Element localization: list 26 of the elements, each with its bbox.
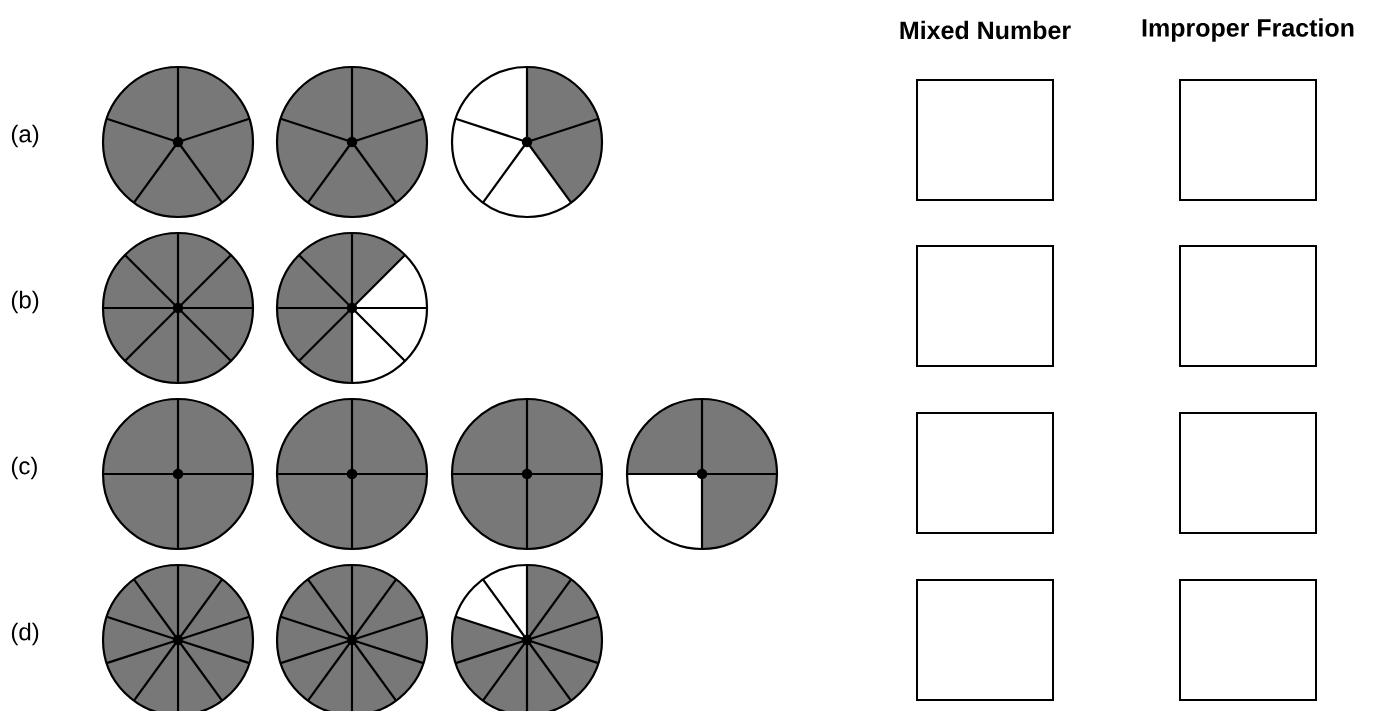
fraction-circle	[275, 65, 429, 219]
fraction-circle	[275, 563, 429, 711]
row-label: (a)	[11, 124, 39, 148]
row-label: (c)	[11, 456, 37, 480]
fraction-circle	[101, 231, 255, 385]
column-heading: Mixed Number	[900, 20, 1071, 40]
answer-box	[1179, 79, 1317, 201]
answer-box	[916, 245, 1054, 367]
fraction-circle	[275, 397, 429, 551]
fraction-circle	[450, 65, 604, 219]
fraction-circle	[275, 231, 429, 385]
row-label: (d)	[11, 622, 39, 646]
row-label: (b)	[11, 290, 39, 314]
answer-box	[916, 412, 1054, 534]
fraction-circle	[101, 563, 255, 711]
fraction-circle	[450, 563, 604, 711]
fraction-circle	[101, 65, 255, 219]
fraction-circle	[450, 397, 604, 551]
answer-box	[916, 79, 1054, 201]
answer-box	[1179, 412, 1317, 534]
answer-box	[1179, 579, 1317, 701]
fraction-circle	[625, 397, 779, 551]
answer-box	[916, 579, 1054, 701]
fraction-circle	[101, 397, 255, 551]
column-heading: Improper Fraction	[1142, 18, 1354, 42]
answer-box	[1179, 245, 1317, 367]
